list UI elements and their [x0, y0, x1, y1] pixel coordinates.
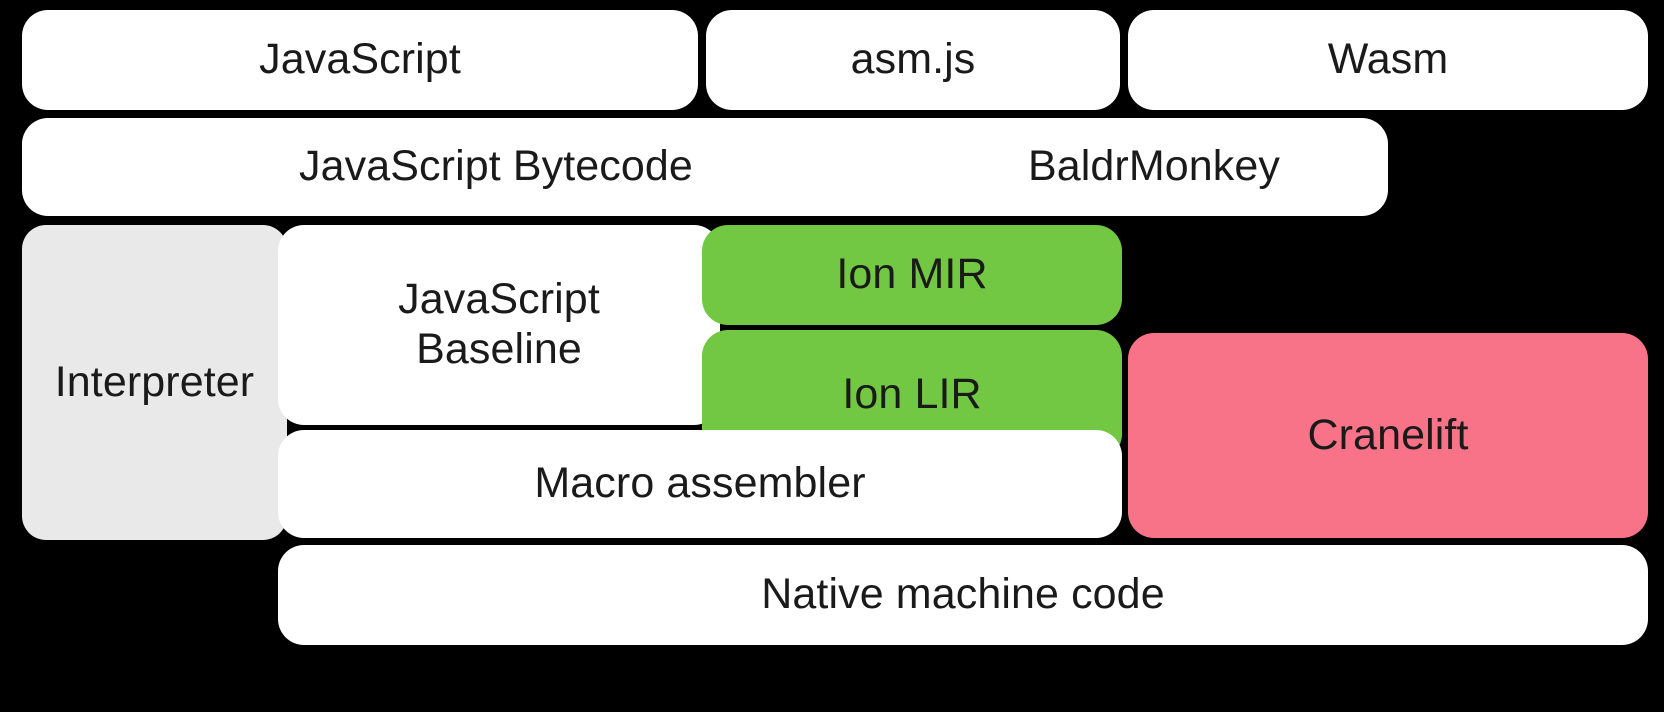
node-interpreter[interactable]: Interpreter	[22, 225, 287, 540]
node-javascript[interactable]: JavaScript	[22, 10, 698, 110]
node-native-machine-code[interactable]: Native machine code	[278, 545, 1648, 645]
node-javascript-baseline[interactable]: JavaScript Baseline	[278, 225, 720, 425]
node-baldrmonkey[interactable]: BaldrMonkey	[920, 118, 1388, 216]
node-wasm[interactable]: Wasm	[1128, 10, 1648, 110]
node-asm-js[interactable]: asm.js	[706, 10, 1120, 110]
node-cranelift[interactable]: Cranelift	[1128, 333, 1648, 538]
node-ion-mir[interactable]: Ion MIR	[702, 225, 1122, 325]
node-macro-assembler[interactable]: Macro assembler	[278, 430, 1122, 538]
node-javascript-bytecode[interactable]: JavaScript Bytecode	[22, 118, 970, 216]
